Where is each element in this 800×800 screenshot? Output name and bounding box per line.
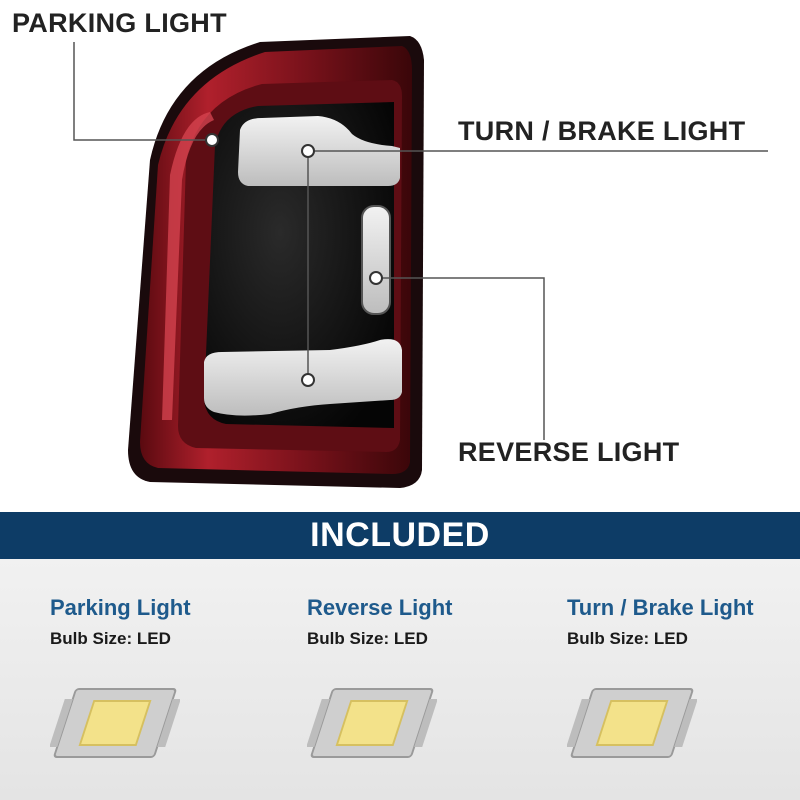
included-items: Parking Light Bulb Size: LED Reverse Lig…	[0, 559, 800, 800]
led-chip-icon	[307, 683, 437, 763]
item-bulb-size: Bulb Size: LED	[307, 629, 428, 648]
item-turn-brake-light: Turn / Brake Light Bulb Size: LED	[567, 559, 800, 800]
included-banner: INCLUDED	[0, 512, 800, 559]
item-bulb-size: Bulb Size: LED	[50, 629, 171, 648]
item-title: Parking Light	[50, 595, 191, 620]
item-parking-light: Parking Light Bulb Size: LED	[50, 559, 290, 800]
parking-strip	[162, 112, 214, 420]
tail-light-illustration	[73, 36, 768, 488]
item-title: Reverse Light	[307, 595, 453, 620]
reverse-light-callout: REVERSE LIGHT	[458, 437, 680, 467]
side-reflector	[361, 205, 391, 315]
led-chip-icon	[50, 683, 180, 763]
banner-title: INCLUDED	[310, 516, 490, 554]
item-reverse-light: Reverse Light Bulb Size: LED	[307, 559, 547, 800]
item-title: Turn / Brake Light	[567, 595, 754, 620]
product-photo-area: PARKING LIGHT TURN / BRAKE LIGHT REVERSE…	[12, 8, 768, 488]
leader-lines	[73, 42, 768, 440]
turn-brake-light-callout: TURN / BRAKE LIGHT	[458, 116, 746, 146]
callout-dots	[205, 133, 383, 387]
parking-light-callout: PARKING LIGHT	[12, 8, 227, 38]
item-bulb-size: Bulb Size: LED	[567, 629, 688, 648]
led-chip-icon	[567, 683, 697, 763]
